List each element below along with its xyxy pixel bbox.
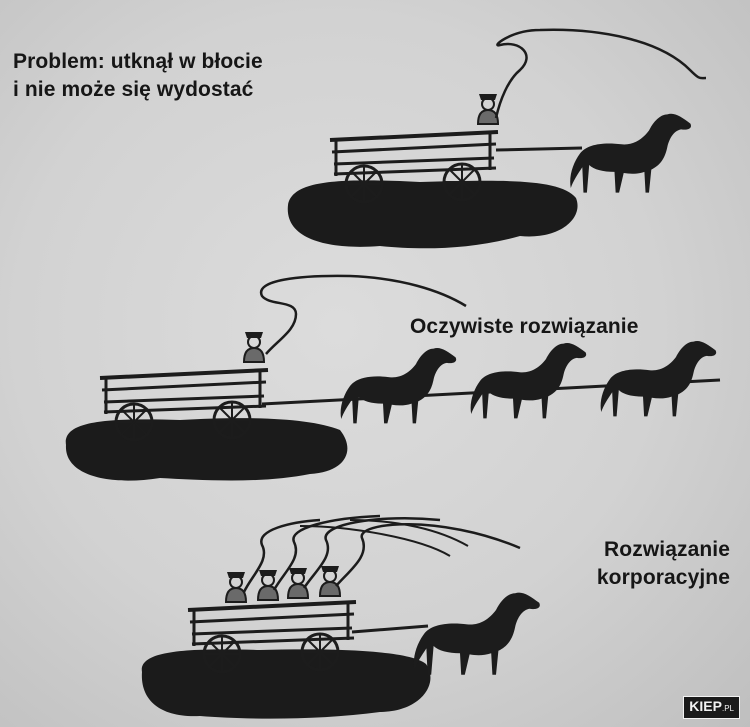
mud-puddle bbox=[141, 649, 431, 719]
caption-line: korporacyjne bbox=[596, 566, 730, 589]
panel-1-scene bbox=[287, 28, 707, 249]
whip bbox=[494, 28, 707, 119]
watermark-text: KIEP bbox=[689, 698, 722, 714]
caption-corporate-solution: Rozwiązanie korporacyjne bbox=[560, 536, 730, 592]
whip bbox=[259, 274, 467, 355]
caption-line: Rozwiązanie bbox=[604, 538, 730, 561]
mud-puddle bbox=[287, 180, 578, 249]
caption-line: Problem: utknął w błocie bbox=[13, 50, 263, 73]
caption-line: i nie może się wydostać bbox=[13, 78, 254, 101]
caption-problem: Problem: utknął w błocie i nie może się … bbox=[13, 48, 263, 104]
mud-puddle bbox=[65, 418, 348, 481]
watermark-suffix: .PL bbox=[721, 704, 734, 713]
caption-obvious-solution: Oczywiste rozwiązanie bbox=[410, 313, 639, 341]
panel-2-scene bbox=[65, 274, 721, 481]
caption-line: Oczywiste rozwiązanie bbox=[410, 315, 639, 338]
site-watermark: KIEP.PL bbox=[683, 696, 740, 719]
panel-3-scene bbox=[141, 514, 540, 719]
